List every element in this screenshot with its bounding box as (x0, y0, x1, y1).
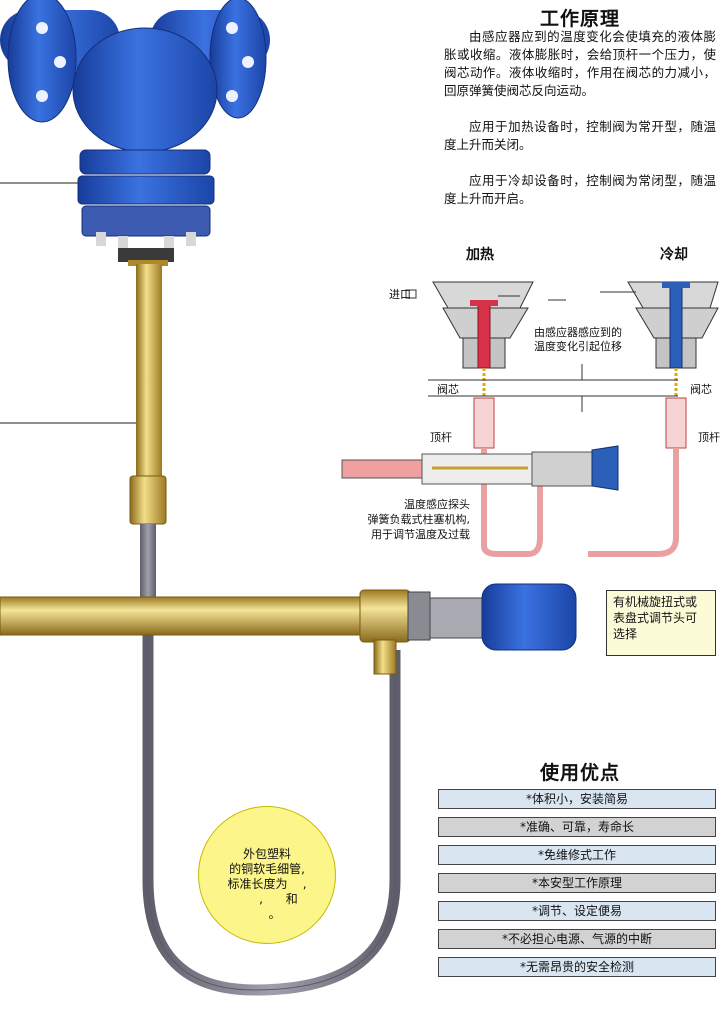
valve-core-right-label: 阀芯 (690, 383, 712, 396)
push-rod-left-label: 顶杆 (430, 431, 452, 444)
principle-paragraph-2: 应用于加热设备时，控制阀为常开型，随温度上升而关闭。 (444, 119, 716, 152)
cooling-valve-schematic (588, 281, 719, 557)
advantage-item: *体积小，安装简易 (438, 789, 716, 809)
heating-title: 加热 (466, 247, 494, 263)
valve-body (0, 0, 270, 262)
vertical-brass-rod (128, 260, 168, 604)
cooling-title: 冷却 (660, 247, 688, 263)
sensor-note: 由感应器感应到的 温度变化引起位移 (534, 326, 622, 353)
valve-core-left-label: 阀芯 (437, 383, 459, 396)
advantage-item: *调节、设定便易 (438, 901, 716, 921)
capillary-note: 外包塑料 的铜软毛细管, 标准长度为 , , 和 。 (198, 806, 336, 944)
advantages-title: 使用优点 (539, 762, 620, 784)
probe-note: 温度感应探头 弹簧负载式柱塞机构, 用于调节温度及过载 (367, 498, 471, 541)
horizontal-probe (0, 583, 577, 675)
principle-paragraph-1: 由感应器应到的温度变化会使填充的液体膨胀或收缩。液体膨胀时，会给顶杆一个压力，使… (444, 29, 716, 98)
advantage-item: *无需昂贵的安全检测 (438, 957, 716, 977)
adjustment-head-callout: 有机械旋扭式或 表盘式调节头可 选择 (606, 590, 716, 656)
principle-text: 由感应器应到的温度变化会使填充的液体膨胀或收缩。液体膨胀时，会给顶杆一个压力，使… (444, 28, 716, 208)
heating-valve-schematic (432, 281, 543, 557)
principle-paragraph-3: 应用于冷却设备时，控制阀为常闭型，随温度上升而开启。 (444, 173, 716, 206)
advantage-item: *不必担心电源、气源的中断 (438, 929, 716, 949)
advantage-item: *准确、可靠，寿命长 (438, 817, 716, 837)
advantage-item: *本安型工作原理 (438, 873, 716, 893)
schematic-diagram (341, 281, 719, 557)
probe-schematic (341, 445, 619, 491)
principle-title: 工作原理 (539, 8, 620, 30)
push-rod-right-label: 顶杆 (698, 431, 720, 444)
inlet-label: 进口 (389, 288, 411, 301)
advantage-item: *免维修式工作 (438, 845, 716, 865)
